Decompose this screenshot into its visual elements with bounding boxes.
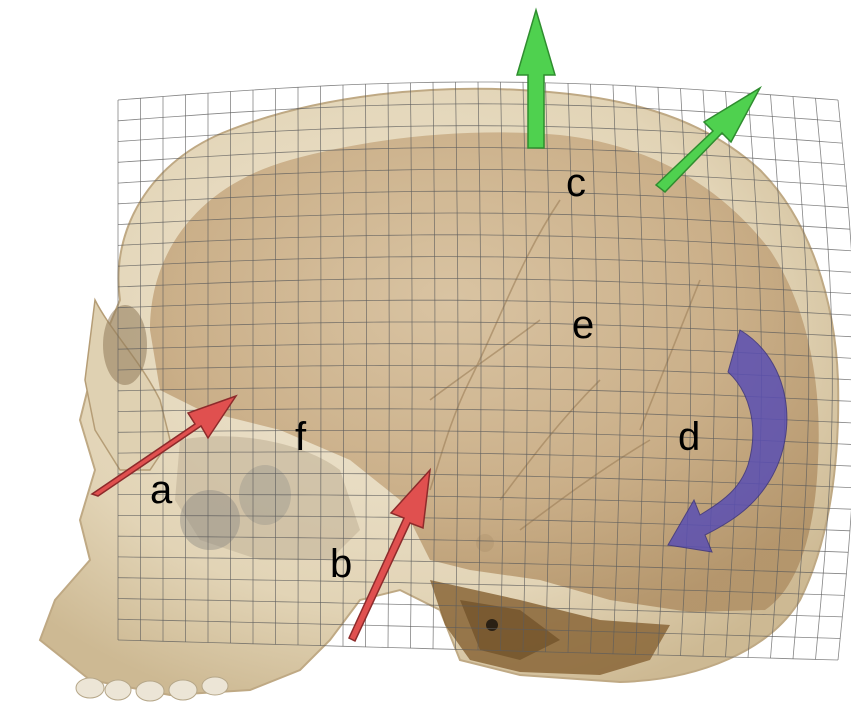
- label-b: b: [330, 542, 352, 586]
- label-d: d: [678, 415, 700, 459]
- label-e: e: [572, 303, 594, 347]
- label-c: c: [566, 161, 586, 205]
- label-f: f: [295, 415, 307, 459]
- label-a: a: [150, 468, 173, 512]
